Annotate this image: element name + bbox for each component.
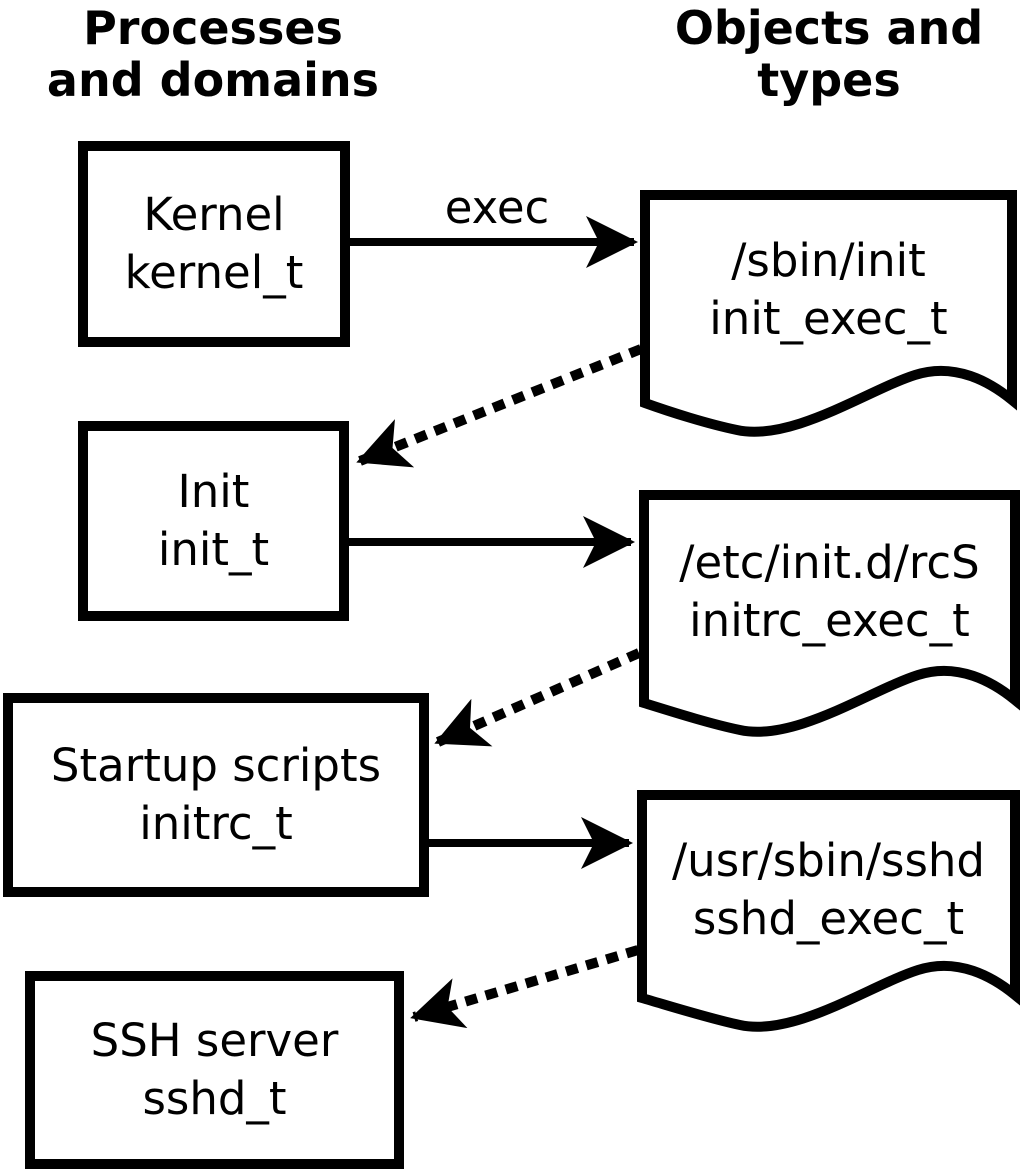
column-header-objects-and-types: Objects and types [674,1,984,107]
rcs-path: /etc/init.d/rcS [679,536,980,589]
label-sbin-init: /sbin/init init_exec_t [640,192,1017,388]
process-box-init [78,421,349,621]
process-box-startup-scripts [3,693,429,897]
init-type: init_t [157,523,270,576]
kernel-name: Kernel [143,188,285,241]
edge-label-exec: exec [444,181,550,234]
column-header-processes-and-domains: Processes and domains [46,1,380,107]
process-box-ssh-server [25,971,404,1169]
rcs-type: initrc_exec_t [689,594,970,647]
label-init: Init init_t [78,421,349,621]
dotted-arrow-sshd-exec-to-sshd [410,945,640,1029]
label-usr-sbin-sshd: /usr/sbin/sshd sshd_exec_t [637,792,1020,988]
sshd-path: /usr/sbin/sshd [672,834,985,887]
ssh-name: SSH server [90,1014,339,1067]
ssh-type: sshd_t [142,1072,287,1125]
sbin-init-path: /sbin/init [731,234,926,287]
label-ssh-server: SSH server sshd_t [25,971,404,1169]
startup-name: Startup scripts [50,739,382,792]
document-shape-usr-sbin-sshd [637,790,1020,1032]
label-etc-initd-rcs: /etc/init.d/rcS initrc_exec_t [639,492,1020,692]
dotted-arrow-sbin-init-to-init [356,344,643,468]
dotted-arrow-rcs-to-startup [434,648,642,747]
init-name: Init [177,465,250,518]
label-startup-scripts: Startup scripts initrc_t [3,693,429,897]
startup-type: initrc_t [139,797,293,850]
label-kernel: Kernel kernel_t [78,141,350,347]
document-shape-sbin-init [640,190,1017,437]
sbin-init-type: init_exec_t [709,292,948,345]
document-shape-etc-initd-rcs [639,490,1020,737]
sshd-type: sshd_exec_t [692,892,965,945]
process-box-kernel [78,141,350,347]
kernel-type: kernel_t [124,246,304,299]
